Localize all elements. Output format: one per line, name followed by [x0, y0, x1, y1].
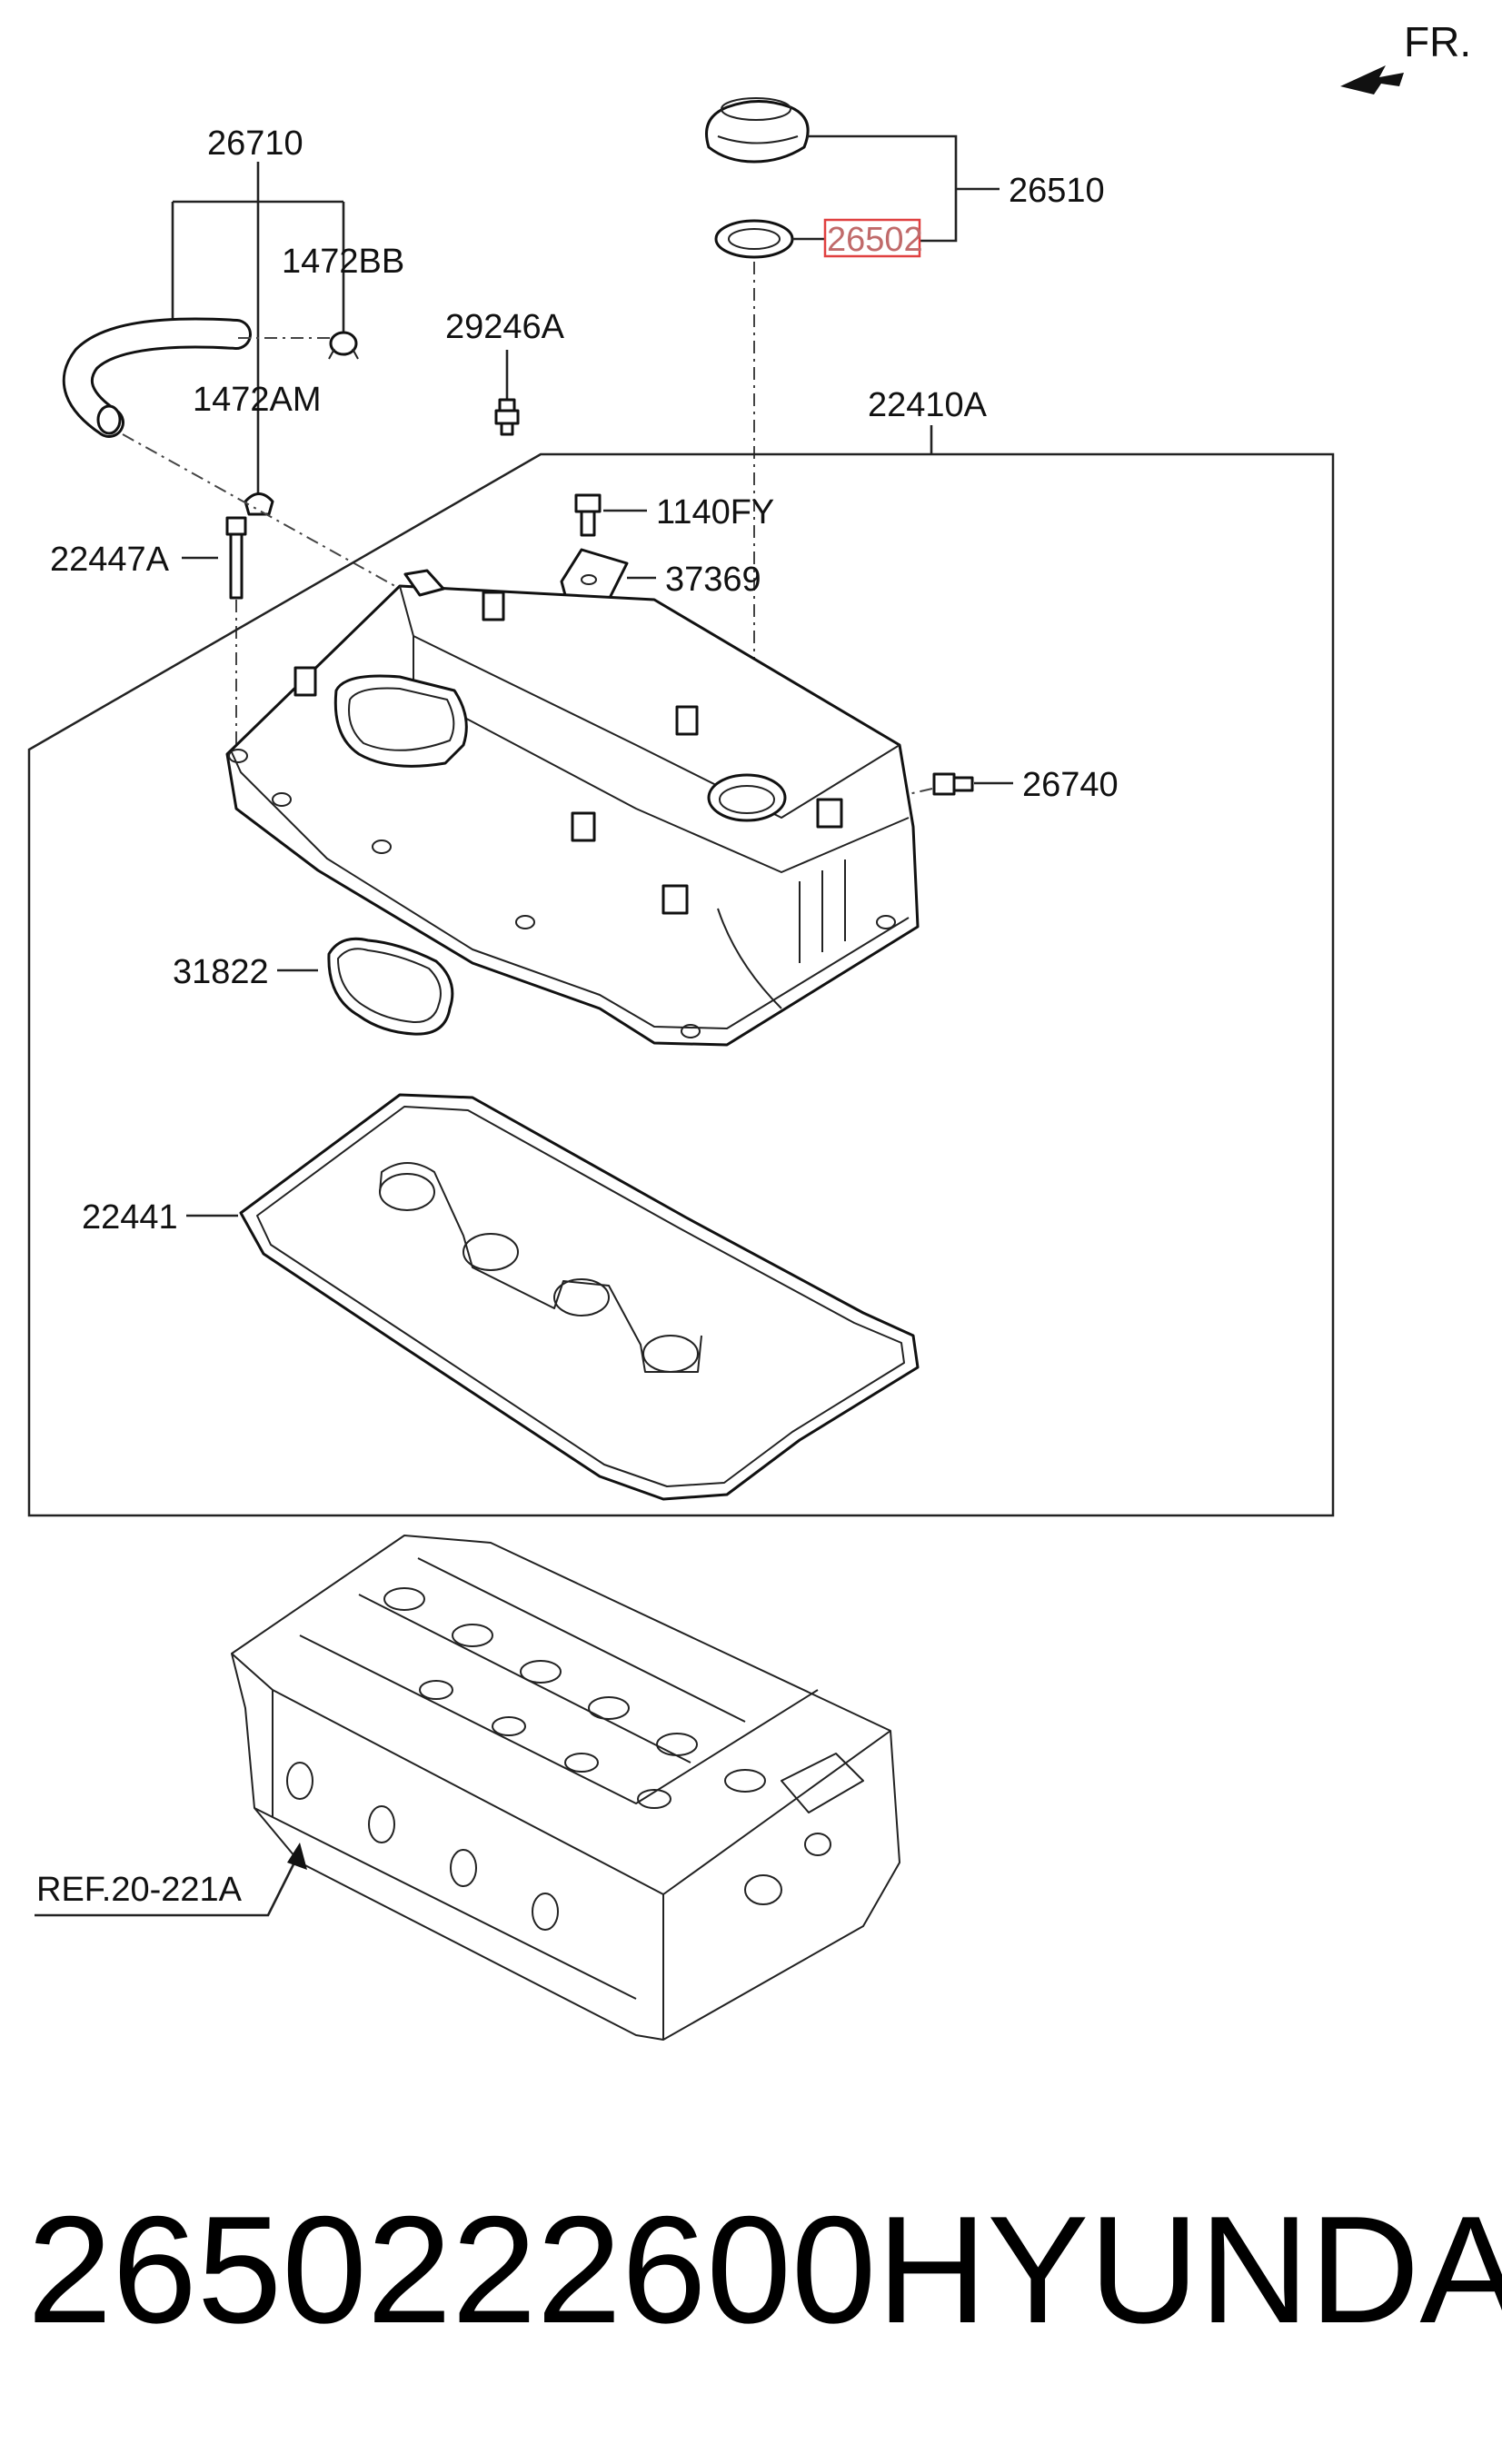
bolt-22447A — [225, 516, 247, 600]
ref-arrowhead — [287, 1843, 307, 1870]
cylinder-head-reference — [231, 1535, 900, 2041]
callout-26510[interactable]: 26510 — [1009, 172, 1105, 210]
callout-22410A[interactable]: 22410A — [868, 386, 988, 424]
assembly-frame-22410A — [27, 452, 1335, 1517]
stud-29246A — [494, 350, 520, 436]
callout-26710[interactable]: 26710 — [207, 124, 303, 163]
bracket-37369 — [560, 548, 629, 601]
callout-26502[interactable]: 26502 — [827, 221, 923, 259]
callout-1472AM[interactable]: 1472AM — [193, 381, 322, 419]
footer-part-number: 2650222600 — [27, 2184, 876, 2355]
callout-1140FY[interactable]: 1140FY — [656, 493, 774, 532]
front-direction-label: FR. — [1404, 18, 1471, 65]
callout-ref-20-221A[interactable]: REF.20-221A — [36, 1871, 243, 1909]
front-direction-arrow — [1340, 65, 1404, 94]
bracket-26510 — [807, 134, 1000, 243]
callout-31822[interactable]: 31822 — [173, 953, 269, 991]
breather-hose — [62, 317, 252, 438]
hose-clamp-1472BB — [328, 331, 359, 360]
leader-ref — [35, 1860, 297, 1917]
callout-1472BB[interactable]: 1472BB — [282, 243, 404, 281]
rocker-cover-gasket-22441 — [239, 1093, 920, 1501]
callout-37369[interactable]: 37369 — [665, 561, 761, 599]
rocker-cover — [225, 569, 920, 1047]
footer-brand: HYUNDAI — [877, 2184, 1502, 2355]
callout-22447A[interactable]: 22447A — [50, 541, 170, 579]
sensor-26740 — [932, 772, 974, 796]
hose-clamp-1472AM — [244, 492, 274, 516]
callout-26740[interactable]: 26740 — [1022, 766, 1119, 804]
callout-22441[interactable]: 22441 — [82, 1198, 178, 1237]
callout-29246A[interactable]: 29246A — [445, 308, 565, 346]
filler-cap-seal — [714, 219, 794, 259]
pcv-gasket-31822 — [327, 937, 454, 1036]
bracket-26710 — [171, 200, 345, 332]
bolt-1140FY — [574, 493, 602, 537]
highlight-box-26502 — [823, 218, 921, 258]
oil-filler-cap — [705, 97, 810, 164]
